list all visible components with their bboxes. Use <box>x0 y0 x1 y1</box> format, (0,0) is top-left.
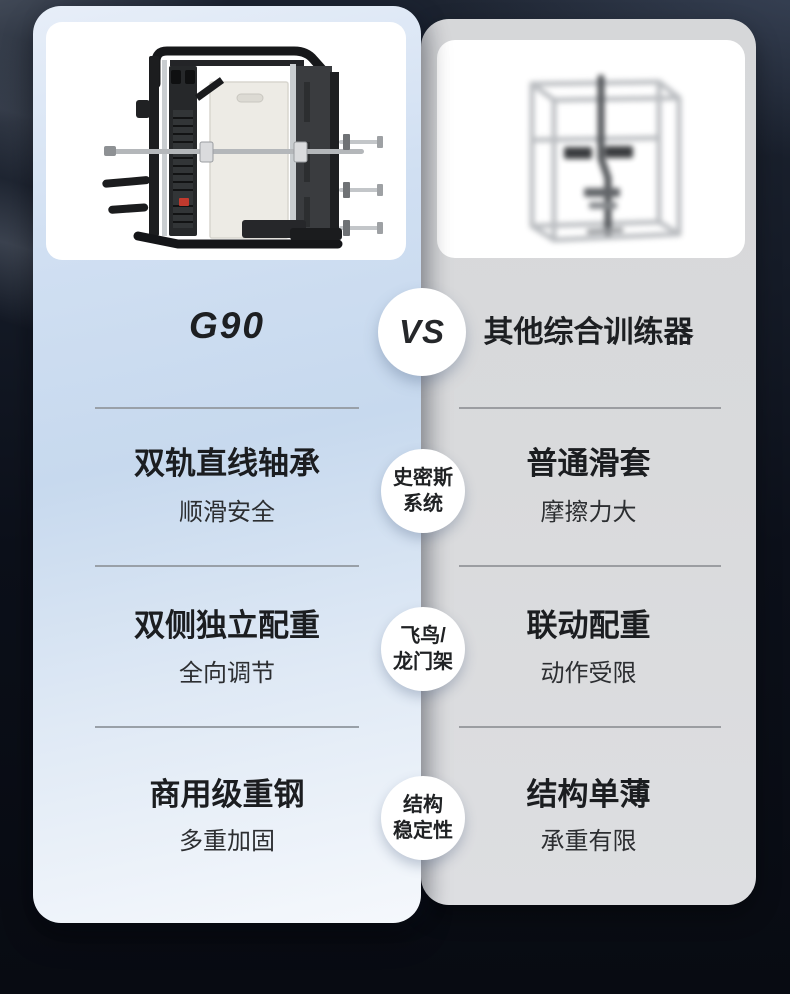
right-row-subtext-1: 摩擦力大 <box>540 499 637 526</box>
category-badge-line1: 结构 <box>403 794 443 816</box>
left-divider-2 <box>95 565 359 567</box>
category-badge-line1: 飞鸟/ <box>400 625 446 647</box>
category-badge-line2: 龙门架 <box>393 651 453 673</box>
category-badge-line2: 系统 <box>403 493 443 515</box>
left-divider-3 <box>95 726 359 728</box>
left-product-image-frame <box>46 22 406 260</box>
right-divider-2 <box>459 565 721 567</box>
right-divider-3 <box>459 726 721 728</box>
right-row-subtext-2: 动作受限 <box>540 660 637 687</box>
right-row-heading-1: 普通滑套 <box>526 446 651 481</box>
vs-label: VS <box>398 313 446 350</box>
right-product-image-frame <box>437 40 745 258</box>
left-row-heading-3: 商用级重钢 <box>149 777 305 812</box>
left-row-subtext-3: 多重加固 <box>179 828 275 855</box>
right-product-card <box>421 19 756 905</box>
left-row-heading-2: 双侧独立配重 <box>134 608 320 643</box>
category-badge-structural-stability: 结构 稳定性 <box>381 776 465 860</box>
right-row-heading-2: 联动配重 <box>526 608 651 643</box>
category-badge-line2: 稳定性 <box>393 820 453 842</box>
category-badge-fly-gantry: 飞鸟/ 龙门架 <box>381 607 465 691</box>
left-divider-1 <box>95 407 359 409</box>
left-product-title: G90 <box>189 305 265 346</box>
vs-badge: VS <box>378 288 466 376</box>
left-row-subtext-1: 顺滑安全 <box>179 499 275 526</box>
left-product-card <box>33 6 421 923</box>
right-row-heading-3: 结构单薄 <box>526 777 651 812</box>
right-divider-1 <box>459 407 721 409</box>
right-product-title: 其他综合训练器 <box>483 316 694 349</box>
category-badge-smith-system: 史密斯 系统 <box>381 449 465 533</box>
right-row-subtext-3: 承重有限 <box>540 828 637 855</box>
left-row-heading-1: 双轨直线轴承 <box>134 446 320 481</box>
left-row-subtext-2: 全向调节 <box>179 660 275 687</box>
generic-trainer-image <box>529 74 682 243</box>
g90-machine-image <box>102 46 383 249</box>
category-badge-line1: 史密斯 <box>393 467 453 489</box>
